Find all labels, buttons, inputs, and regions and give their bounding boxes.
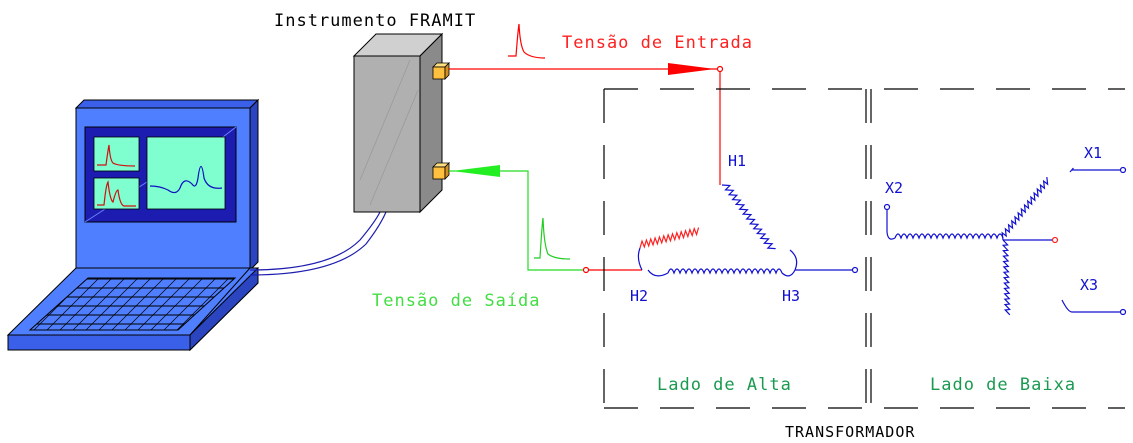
output-signal-path [449,170,584,271]
input-connector-icon [432,62,450,80]
screen-panel-2 [93,177,140,210]
x2-label: X2 [885,179,903,197]
screen-panel-3 [146,136,226,210]
star-winding [883,166,1127,316]
low-side-label: Lado de Baixa [930,375,1076,395]
instrument-label: Instrumento FRAMIT [274,11,476,31]
high-side-label: Lado de Alta [657,375,792,395]
framit-instrument-box [352,32,444,214]
transformer-boundary [603,88,1125,409]
input-arrow-icon [668,63,715,75]
transformer-label: TRANSFORMADOR [785,423,915,441]
input-pulse-icon [508,23,546,59]
x3-label: X3 [1080,276,1098,294]
output-pulse-icon [534,217,571,260]
usb-cable [249,211,381,271]
output-arrow-icon [452,165,500,177]
h1-label: H1 [728,152,746,170]
h3-label: H3 [782,287,800,305]
input-voltage-label: Tensão de Entrada [562,33,753,53]
delta-winding [637,184,859,277]
output-voltage-label: Tensão de Saída [372,291,541,311]
output-connector-icon [432,162,450,180]
x1-label: X1 [1084,144,1102,162]
laptop-icon [6,98,260,352]
h2-label: H2 [630,287,648,305]
